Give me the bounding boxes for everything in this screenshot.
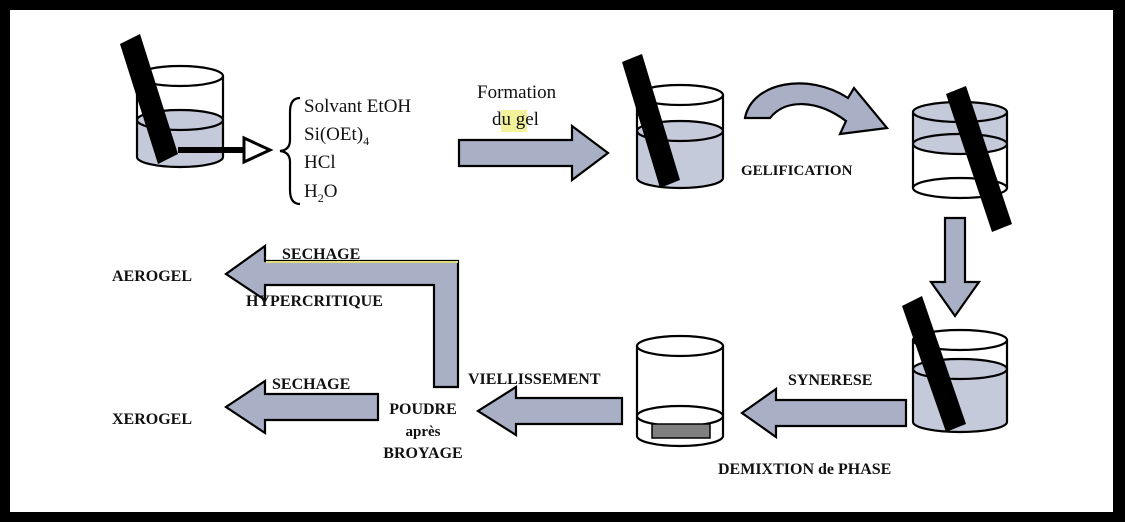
label-formation: Formation [477, 82, 557, 103]
arrow-sechage-hypercritique [224, 243, 460, 389]
label-apres: après [406, 424, 441, 440]
arrow-synerese [740, 386, 908, 440]
arrow-gelification-curve [743, 82, 890, 136]
label-sechage-hypercritique: SECHAGE [282, 246, 360, 263]
label-hypercritique: HYPERCRITIQUE [246, 293, 383, 310]
stirring-rod-4 [902, 296, 966, 432]
arrow-formation [457, 123, 610, 183]
label-du-gel: du gel [492, 109, 539, 130]
label-vieillissement: VIELLISSEMENT [468, 371, 601, 388]
beaker-phase-separation [635, 334, 725, 448]
label-sechage: SECHAGE [272, 376, 350, 393]
reagent-solvent: Solvant EtOH [304, 96, 411, 117]
arrow-to-reagents [178, 135, 274, 165]
reagent-brace [279, 96, 301, 206]
diagram-frame: .ln { stroke: #000; stroke-width: 2.2; }… [10, 10, 1113, 512]
label-broyage: BROYAGE [383, 445, 462, 462]
reagent-water: H2O [304, 181, 337, 205]
reagent-acid: HCl [304, 152, 336, 173]
label-gelification: GELIFICATION [741, 163, 853, 179]
label-poudre: POUDRE [389, 401, 457, 418]
sol-gel-process-diagram: .ln { stroke: #000; stroke-width: 2.2; }… [112, 34, 1012, 478]
arrow-sechage-xerogel [224, 378, 380, 436]
label-xerogel: XEROGEL [112, 411, 192, 428]
highlight-du [501, 110, 527, 132]
stirring-rod-1 [120, 34, 178, 164]
gel-deposit [651, 423, 711, 439]
arrow-vieillissement [475, 385, 624, 437]
arrow-down [928, 216, 982, 318]
label-demixtion: DEMIXTION de PHASE [718, 461, 891, 478]
reagent-precursor: Si(OEt)4 [304, 124, 369, 148]
stirring-rod-3 [946, 86, 1012, 232]
label-synerese: SYNERESE [788, 372, 872, 389]
label-aerogel: AEROGEL [112, 268, 192, 285]
stirring-rod-2 [622, 54, 680, 188]
